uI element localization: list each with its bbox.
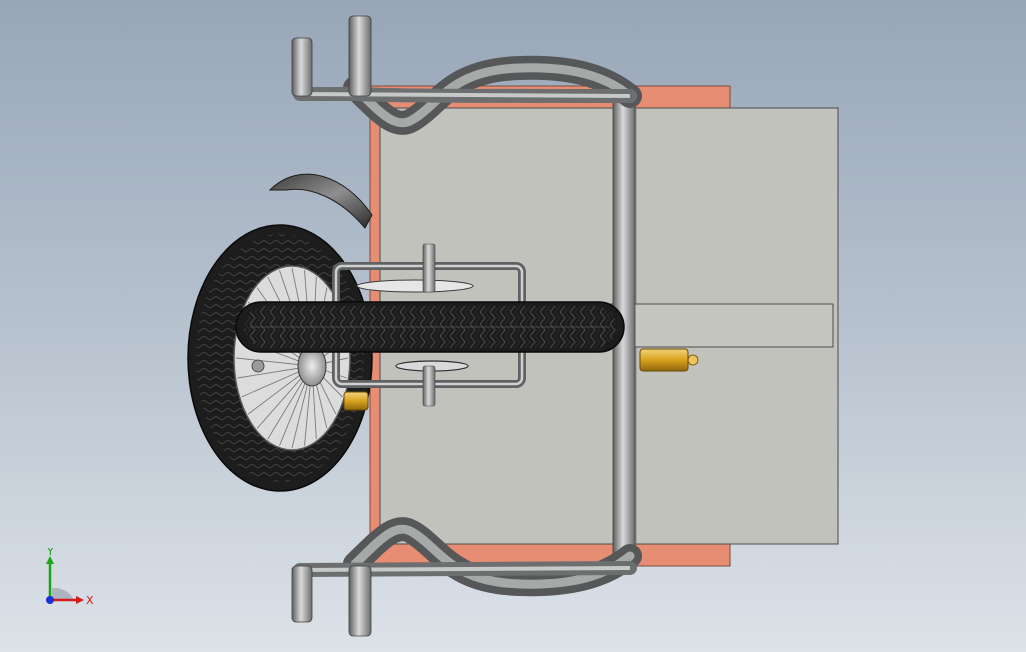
z-axis-dot — [46, 596, 54, 604]
brake-disk-upper[interactable] — [356, 279, 474, 293]
fork-post-top[interactable] — [422, 243, 436, 293]
upper-post-right[interactable] — [348, 15, 372, 97]
triad-shadow — [52, 587, 74, 600]
front-wheel-axle[interactable] — [251, 359, 265, 373]
brass-fitting-axle[interactable] — [639, 348, 689, 372]
lower-post-right[interactable] — [348, 565, 372, 637]
y-axis-label: Y — [46, 548, 54, 558]
x-axis-arrow — [76, 596, 84, 604]
upper-post-left[interactable] — [291, 37, 313, 97]
brass-fitting-cap[interactable] — [687, 354, 699, 366]
axis-triad-svg: Y X — [46, 545, 94, 607]
y-axis-arrow — [46, 556, 54, 564]
fender[interactable] — [268, 173, 373, 229]
brass-fitting-wheel[interactable] — [343, 391, 369, 411]
lower-post-left[interactable] — [291, 565, 313, 623]
fork-post-bottom[interactable] — [422, 365, 436, 407]
axis-triad: Y X — [30, 545, 110, 618]
frame-tube-upper-curve-highlight — [350, 63, 635, 128]
x-axis-label: X — [86, 594, 94, 607]
